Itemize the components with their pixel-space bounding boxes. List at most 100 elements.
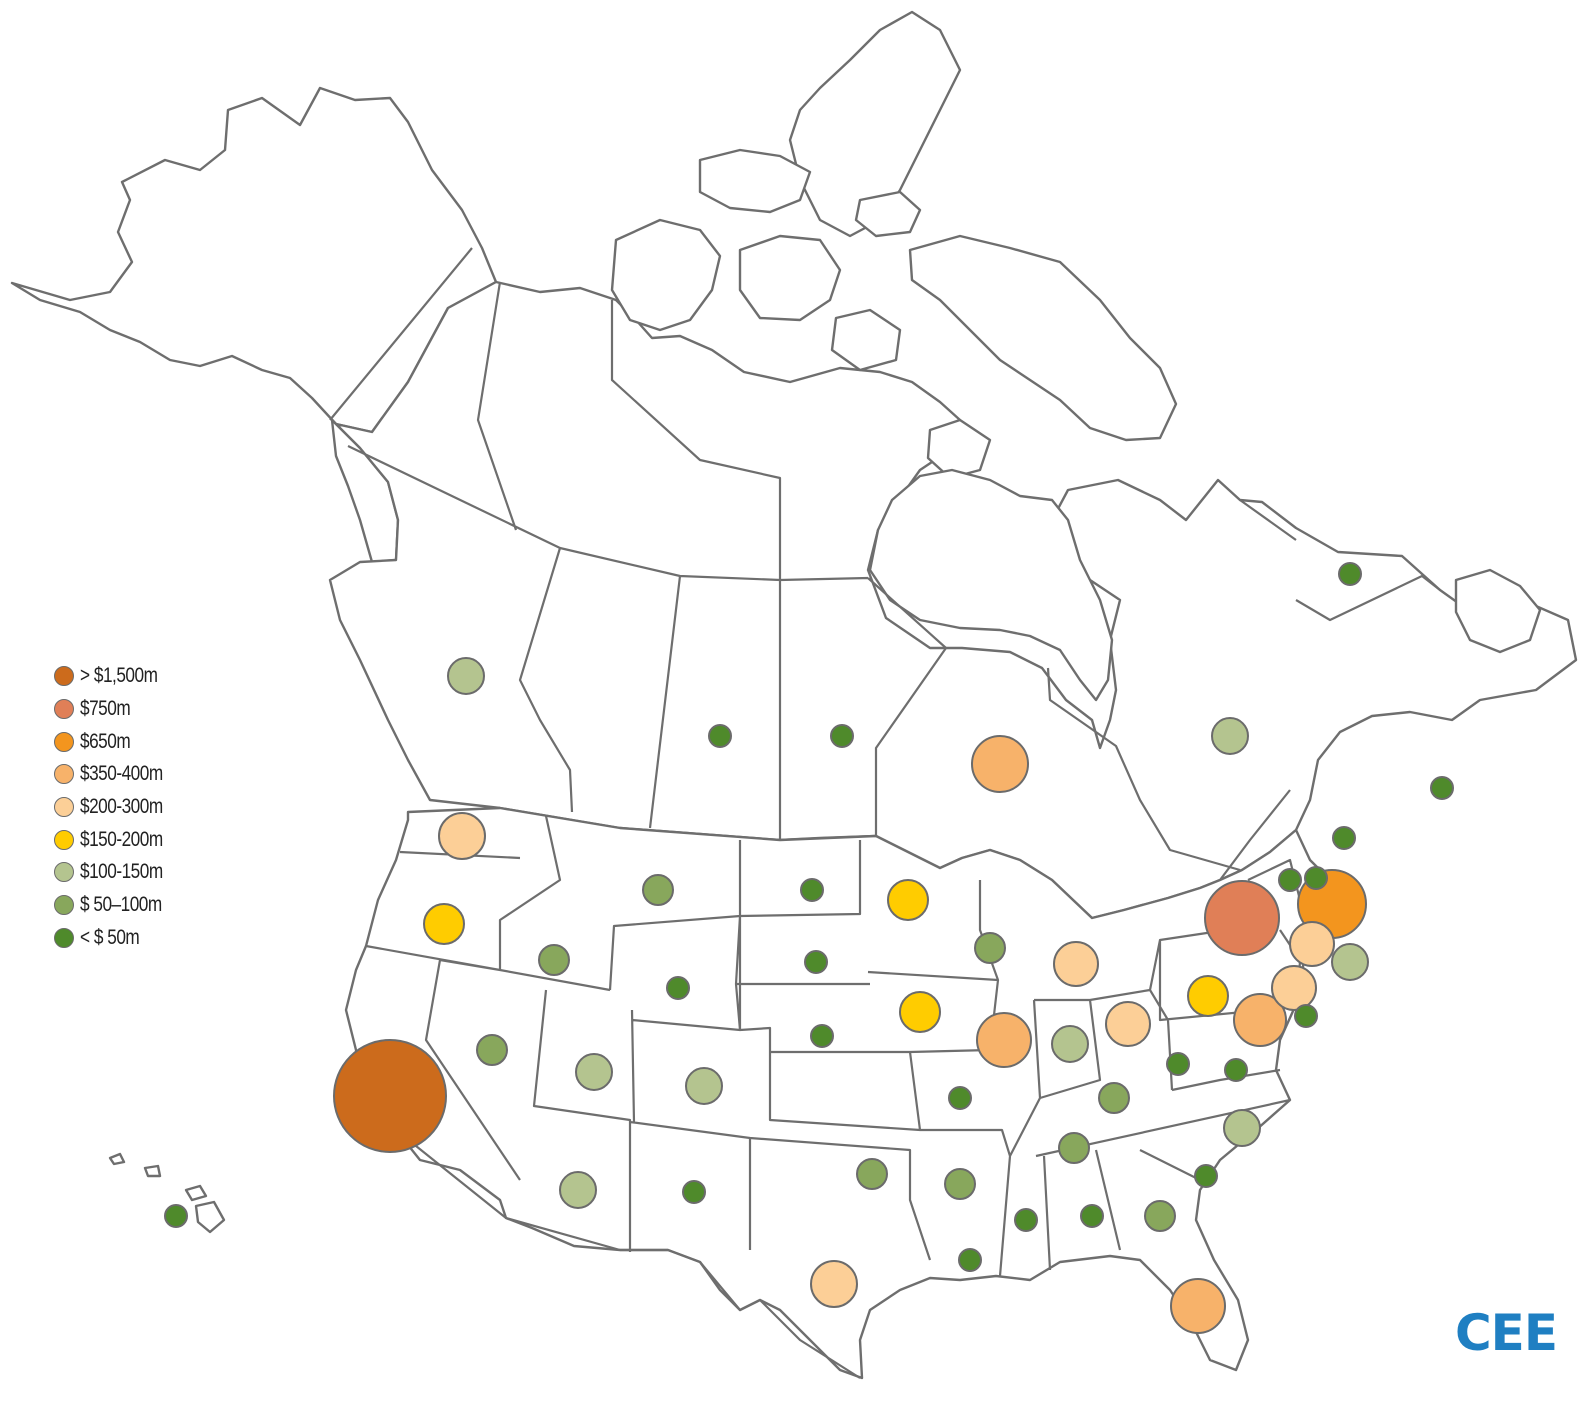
legend-item: $750m bbox=[54, 693, 181, 726]
arctic-island-c bbox=[854, 190, 922, 238]
legend-label: $200-300m bbox=[80, 795, 163, 819]
region-spending-bubble bbox=[1338, 562, 1362, 586]
legend-swatch bbox=[54, 666, 74, 687]
region-spending-bubble bbox=[1332, 826, 1356, 850]
region-spending-bubble bbox=[476, 1034, 508, 1066]
hawaii-island-1 bbox=[108, 1152, 126, 1166]
southampton-island bbox=[926, 418, 992, 480]
legend-label: > $1,500m bbox=[80, 664, 158, 688]
region-spending-bubble bbox=[164, 1204, 188, 1228]
region-spending-bubble bbox=[447, 657, 485, 695]
region-spending-bubble bbox=[1224, 1058, 1248, 1082]
region-spending-bubble bbox=[666, 976, 690, 1000]
region-spending-bubble bbox=[1223, 1109, 1261, 1147]
region-spending-bubble bbox=[682, 1180, 706, 1204]
region-spending-bubble bbox=[830, 724, 854, 748]
legend-label: $ 50–100m bbox=[80, 893, 162, 917]
legend-swatch bbox=[54, 829, 74, 850]
region-spending-bubble bbox=[1144, 1200, 1176, 1232]
region-spending-bubble bbox=[948, 1086, 972, 1110]
legend-swatch bbox=[54, 797, 74, 818]
region-spending-bubble bbox=[1053, 941, 1099, 987]
region-spending-bubble bbox=[575, 1053, 613, 1091]
legend-swatch bbox=[54, 699, 74, 720]
legend-swatch bbox=[54, 862, 74, 883]
hawaii-island-3 bbox=[184, 1184, 208, 1202]
region-spending-bubble bbox=[333, 1039, 447, 1153]
canada-province-borders bbox=[329, 247, 1441, 881]
region-spending-bubble bbox=[899, 991, 941, 1033]
region-spending-bubble bbox=[559, 1171, 597, 1209]
region-spending-bubble bbox=[887, 879, 929, 921]
alaska-region bbox=[10, 86, 498, 434]
region-spending-bubble bbox=[1014, 1208, 1038, 1232]
region-spending-bubble bbox=[856, 1158, 888, 1190]
region-spending-bubble bbox=[708, 724, 732, 748]
legend-item: $150-200m bbox=[54, 823, 181, 856]
region-spending-bubble bbox=[642, 874, 674, 906]
legend-item: $100-150m bbox=[54, 856, 181, 889]
region-spending-bubble bbox=[1430, 776, 1454, 800]
region-spending-bubble bbox=[438, 812, 486, 860]
region-spending-bubble bbox=[1105, 1001, 1151, 1047]
legend-label: $150-200m bbox=[80, 827, 163, 851]
region-spending-bubble bbox=[1187, 975, 1229, 1017]
legend-label: < $ 50m bbox=[80, 925, 140, 949]
legend-item: $650m bbox=[54, 725, 181, 758]
legend-label: $650m bbox=[80, 729, 131, 753]
region-spending-bubble bbox=[1211, 717, 1249, 755]
spending-bubbles bbox=[164, 562, 1454, 1334]
region-spending-bubble bbox=[1233, 993, 1287, 1047]
legend-label: $100-150m bbox=[80, 860, 163, 884]
region-spending-bubble bbox=[1331, 943, 1369, 981]
region-spending-bubble bbox=[971, 735, 1029, 793]
legend-item: $200-300m bbox=[54, 791, 181, 824]
legend-swatch bbox=[54, 764, 74, 785]
hawaii-island-4 bbox=[194, 1200, 226, 1234]
mexico-border-line bbox=[395, 1129, 861, 1379]
arctic-island-a bbox=[698, 148, 812, 214]
legend-swatch bbox=[54, 731, 74, 752]
region-spending-bubble bbox=[1166, 1052, 1190, 1076]
region-spending-bubble bbox=[1294, 1004, 1318, 1028]
region-spending-bubble bbox=[1204, 880, 1280, 956]
ellesmere-island bbox=[788, 10, 962, 238]
region-spending-bubble bbox=[1289, 921, 1335, 967]
hawaii-island-2 bbox=[143, 1164, 162, 1178]
region-spending-bubble bbox=[1194, 1164, 1218, 1188]
region-spending-bubble bbox=[974, 932, 1006, 964]
region-spending-bubble bbox=[538, 944, 570, 976]
hudson-bay bbox=[868, 468, 1114, 702]
region-spending-bubble bbox=[1304, 866, 1328, 890]
legend-label: $750m bbox=[80, 697, 131, 721]
legend-item: > $1,500m bbox=[54, 660, 181, 693]
region-spending-bubble bbox=[685, 1067, 723, 1105]
legend-swatch bbox=[54, 895, 74, 916]
region-spending-bubble bbox=[810, 1024, 834, 1048]
legend-item: $350-400m bbox=[54, 758, 181, 791]
region-spending-bubble bbox=[1170, 1278, 1226, 1334]
region-spending-bubble bbox=[1080, 1204, 1104, 1228]
region-spending-bubble bbox=[1278, 868, 1302, 892]
newfoundland-island bbox=[1454, 568, 1542, 654]
region-spending-bubble bbox=[1058, 1132, 1090, 1164]
arctic-island-b bbox=[738, 234, 842, 322]
region-spending-bubble bbox=[804, 950, 828, 974]
region-spending-bubble bbox=[810, 1260, 858, 1308]
region-spending-bubble bbox=[1098, 1082, 1130, 1114]
legend: > $1,500m $750m $650m $350-400m $200-300… bbox=[54, 660, 181, 954]
legend-label: $350-400m bbox=[80, 762, 163, 786]
arctic-island-d bbox=[830, 308, 902, 372]
victoria-island bbox=[610, 218, 722, 332]
legend-item: < $ 50m bbox=[54, 922, 181, 955]
region-spending-bubble bbox=[1271, 965, 1317, 1011]
region-spending-bubble bbox=[1051, 1025, 1089, 1063]
region-spending-bubble bbox=[423, 903, 465, 945]
legend-swatch bbox=[54, 927, 74, 948]
cee-logo: CEE bbox=[1454, 1304, 1558, 1362]
baffin-island bbox=[908, 234, 1178, 442]
region-spending-bubble bbox=[976, 1012, 1032, 1068]
region-spending-bubble bbox=[800, 878, 824, 902]
legend-item: $ 50–100m bbox=[54, 889, 181, 922]
